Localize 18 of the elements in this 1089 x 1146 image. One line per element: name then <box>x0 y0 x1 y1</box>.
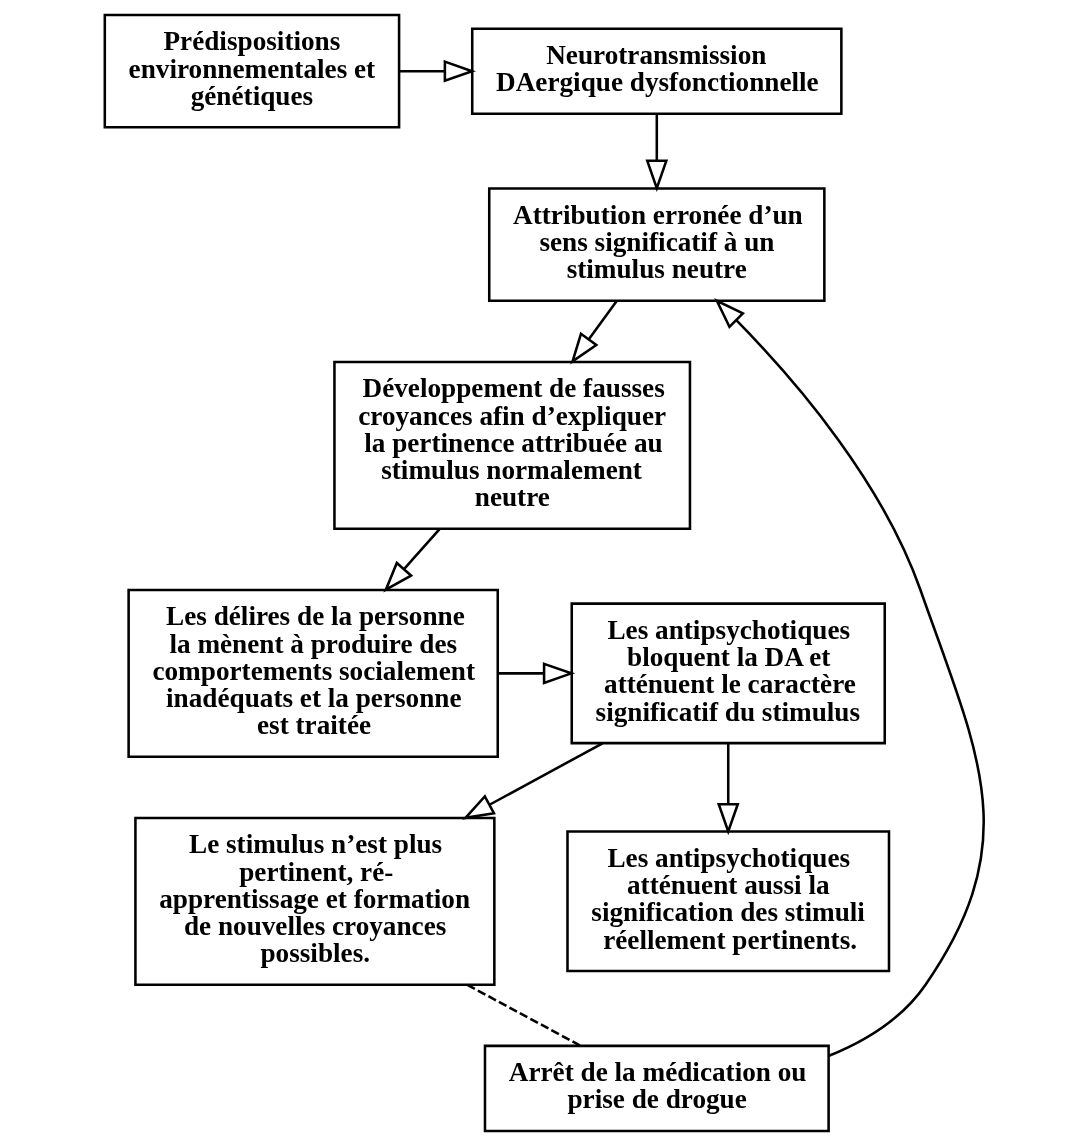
arrow <box>714 298 985 1057</box>
node-box: Prédispositions environnementales et génétiques <box>103 13 401 129</box>
node-box: Neurotransmission DAergique dysfonctionnelle <box>470 27 843 115</box>
arrow <box>645 114 669 192</box>
arrow <box>498 662 576 685</box>
node-box: Les antipsychotiques atténuent aussi la signification des stimuli réellement pertinents. <box>566 830 891 973</box>
node-box: Le stimulus n’est plus pertinent, ré-apprentissage et formation de nouvelles croyances possibles. <box>134 816 496 986</box>
node-box: Arrêt de la médication ou prise de drogue <box>483 1044 830 1133</box>
node-box: Les délires de la personne la mènent à produire des comportements socialement inadéquats et la personne est traitée <box>127 588 500 758</box>
arrow <box>570 300 618 365</box>
node-box: Développement de fausses croyances afin d’expliquer la pertinence attribuée au stimulus normalement neutre <box>333 360 692 531</box>
arrow <box>462 742 604 820</box>
node-box: Attribution erronée d’un sens significatif à un stimulus neutre <box>487 187 826 303</box>
arrow <box>383 527 441 593</box>
connector <box>466 983 582 1047</box>
node-box: Les antipsychotiques bloquent la DA et atténuent le caractère significatif du stimulus <box>570 602 886 745</box>
arrow <box>716 743 740 836</box>
arrow <box>399 59 476 83</box>
